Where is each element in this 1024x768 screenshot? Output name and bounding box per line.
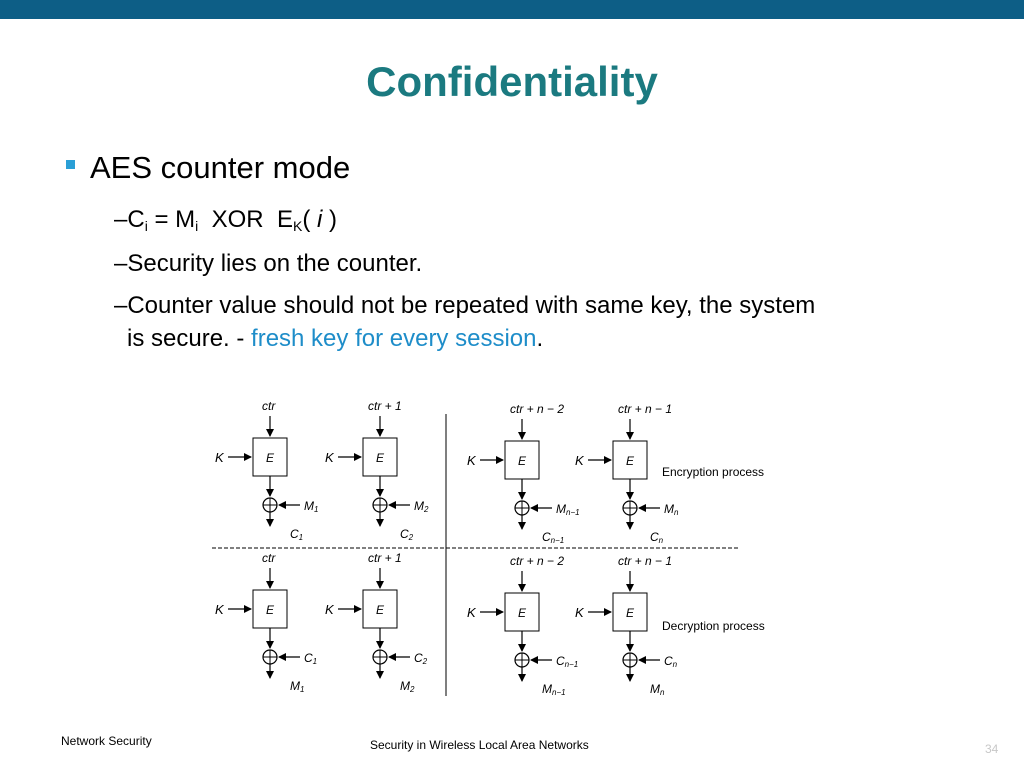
aes-block-box: [362, 437, 398, 477]
counter-label: ctr + n − 1: [618, 402, 672, 416]
key-label: K: [467, 453, 477, 468]
aes-block-box: [612, 440, 648, 480]
counter-line-2-pre: is secure. -: [127, 325, 252, 352]
key-label: K: [467, 605, 477, 620]
counter-label: ctr + 1: [368, 399, 402, 413]
counter-label: ctr: [262, 551, 276, 565]
footer-center: Security in Wireless Local Area Networks: [370, 738, 589, 752]
counter-label: ctr + n − 1: [618, 554, 672, 568]
aes-block-box: [252, 589, 288, 629]
plaintext-output-label: Mn−1: [542, 682, 566, 697]
aes-block-box: [504, 440, 540, 480]
counter-line-2-post: .: [536, 325, 544, 352]
ctr-mode-diagram: Encryption process Decryption process ct…: [212, 399, 765, 697]
aes-block-label: E: [266, 451, 275, 465]
plaintext-input-label: Mn: [664, 502, 679, 517]
bullet-aes-counter-mode: AES counter mode: [90, 150, 351, 185]
plaintext-output-label: M2: [400, 679, 415, 694]
ciphertext-output-label: Cn: [650, 530, 664, 545]
aes-block-label: E: [626, 454, 635, 468]
formula-xor: XOR E: [198, 206, 293, 233]
key-label: K: [325, 450, 335, 465]
formula-line: –Ci = Mi XOR EK( i ): [114, 206, 337, 234]
aes-block-box: [252, 437, 288, 477]
formula-close: ): [322, 206, 338, 233]
decryption-label: Decryption process: [662, 619, 765, 633]
key-label: K: [575, 453, 585, 468]
plaintext-input-label: M1: [304, 499, 318, 514]
counter-line-1: –Counter value should not be repeated wi…: [114, 292, 816, 319]
ciphertext-output-label: C1: [290, 527, 303, 542]
counter-label: ctr: [262, 399, 276, 413]
key-label: K: [325, 602, 335, 617]
aes-block-label: E: [626, 606, 635, 620]
counter-label: ctr + 1: [368, 551, 402, 565]
ciphertext-output-label: C2: [400, 527, 414, 542]
top-bar: [0, 0, 1024, 19]
aes-block-label: E: [266, 603, 275, 617]
formula-m-sub: i: [195, 218, 199, 234]
aes-block-label: E: [518, 454, 527, 468]
counter-label: ctr + n − 2: [510, 402, 564, 416]
formula-c: C: [127, 206, 145, 233]
key-label: K: [215, 450, 225, 465]
ciphertext-input-label: C1: [304, 651, 317, 666]
aes-block-box: [612, 592, 648, 632]
counter-label: ctr + n − 2: [510, 554, 564, 568]
security-line: –Security lies on the counter.: [114, 250, 423, 277]
decrypt-block-3: ctr + n − 2 E K Cn−1Mn−1: [467, 554, 578, 697]
aes-block-label: E: [376, 603, 385, 617]
ciphertext-output-label: Cn−1: [542, 530, 564, 545]
ciphertext-input-label: Cn−1: [556, 654, 578, 669]
bullet-marker: [66, 160, 75, 169]
aes-block-label: E: [518, 606, 527, 620]
formula-dash: –: [114, 206, 128, 233]
footer-left: Network Security: [61, 734, 152, 748]
ciphertext-input-label: C2: [414, 651, 428, 666]
fresh-key-highlight: fresh key for every session: [251, 325, 537, 352]
key-label: K: [575, 605, 585, 620]
key-label: K: [215, 602, 225, 617]
plaintext-input-label: M2: [414, 499, 429, 514]
formula-open: (: [302, 206, 317, 233]
formula-e-sub: K: [292, 218, 303, 234]
aes-block-label: E: [376, 451, 385, 465]
encryption-label: Encryption process: [662, 465, 764, 479]
plaintext-output-label: Mn: [650, 682, 665, 697]
encrypt-block-3: ctr + n − 2 E K Mn−1Cn−1: [467, 402, 580, 545]
formula-c-sub: i: [144, 218, 148, 234]
formula-eq: = M: [147, 206, 196, 233]
ciphertext-input-label: Cn: [664, 654, 678, 669]
slide-title: Confidentiality: [366, 58, 658, 105]
plaintext-input-label: Mn−1: [556, 502, 580, 517]
page-number: 34: [985, 742, 999, 756]
formula-arg: i: [317, 206, 323, 233]
plaintext-output-label: M1: [290, 679, 304, 694]
counter-line-2: is secure. - fresh key for every session…: [127, 325, 543, 353]
